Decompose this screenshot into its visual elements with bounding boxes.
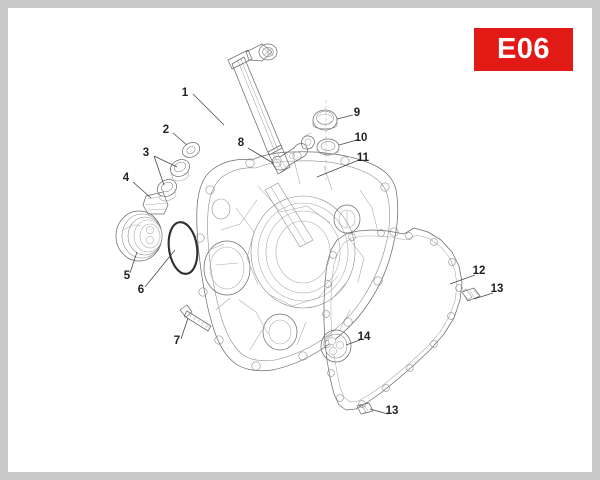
- section-badge-label: E06: [496, 33, 551, 65]
- part-cover-cap-disc: [115, 210, 163, 262]
- callout-number-11: 11: [357, 152, 370, 164]
- callout-number-14: 14: [358, 331, 371, 343]
- callout-number-13-lower: 13: [386, 405, 399, 417]
- callout-numbers: 1 2 3 4 5 6 7 8 9 10 11 12 13 14 13: [123, 87, 504, 417]
- part-gear-shift-shaft: [227, 43, 291, 175]
- part-bushing-ring-lower: [157, 179, 177, 202]
- callout-number-2: 2: [163, 124, 169, 136]
- callout-number-3: 3: [143, 147, 149, 159]
- callout-leaders: [129, 93, 494, 415]
- part-flange-bolt-lower: [179, 304, 212, 332]
- part-oil-seal: [142, 191, 169, 215]
- callout-number-1: 1: [182, 87, 189, 99]
- part-oil-filler-cap: [312, 109, 338, 131]
- part-clutch-cover-casting: [195, 151, 399, 372]
- callout-number-7: 7: [174, 335, 180, 347]
- part-bushing-ring-upper: [170, 159, 190, 182]
- callout-number-9: 9: [354, 107, 360, 119]
- diagram-canvas: [8, 8, 592, 472]
- part-washer: [182, 142, 200, 158]
- part-cap-seal-ring: [316, 138, 340, 156]
- callout-number-12: 12: [473, 265, 486, 277]
- callout-number-5: 5: [124, 270, 131, 282]
- part-cover-gasket: [322, 227, 463, 411]
- part-dowel-pin-upper: [461, 287, 481, 302]
- section-badge: E06: [474, 28, 573, 71]
- part-shift-lever-arm: [271, 132, 315, 171]
- part-o-ring: [167, 221, 199, 275]
- part-dowel-pin-lower: [356, 402, 374, 415]
- callout-number-10: 10: [355, 132, 368, 144]
- callout-number-8: 8: [238, 137, 245, 149]
- part-inspection-plug: [320, 329, 352, 363]
- callout-number-4: 4: [123, 172, 130, 184]
- callout-number-13-upper: 13: [491, 283, 504, 295]
- callout-number-6: 6: [138, 284, 144, 296]
